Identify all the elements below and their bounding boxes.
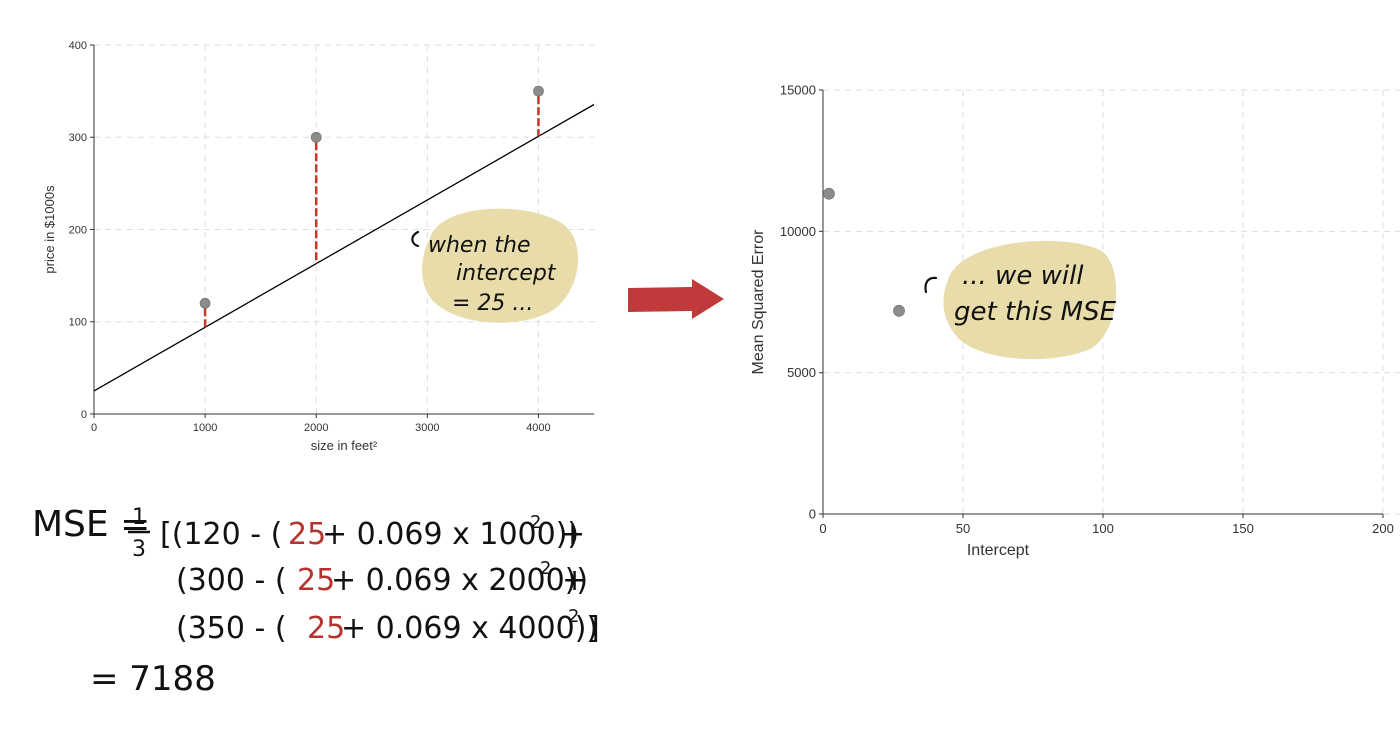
eq-term2-plus: +: [562, 563, 587, 598]
annotation-text: intercept: [456, 261, 557, 286]
y-tick-label: 400: [69, 40, 87, 52]
x-tick-label: 50: [956, 521, 970, 536]
x-tick-label: 1000: [193, 422, 217, 434]
eq-term2-highlight: 25: [297, 563, 335, 598]
equation-line-3: (350 - ( 25 + 0.069 x 4000)) 2 ]: [176, 606, 600, 646]
y-tick-label: 15000: [780, 83, 816, 98]
eq-term3-sq: 2: [568, 606, 579, 627]
eq-term1-a: [(120 - (: [160, 517, 282, 552]
mse-lhs: MSE =: [32, 504, 150, 545]
x-tick-label: 4000: [526, 422, 550, 434]
mse-annotation: ... we will get this MSE: [924, 240, 1117, 360]
x-tick-label: 0: [819, 521, 826, 536]
data-point: [310, 131, 322, 143]
eq-result: = 7188: [90, 659, 216, 699]
eq-term2-sq: 2: [540, 558, 551, 579]
fraction-denominator: 3: [132, 537, 146, 562]
data-point: [533, 85, 544, 97]
eq-term3-highlight: 25: [307, 611, 345, 646]
eq-term1-plus: +: [560, 517, 585, 552]
eq-term2-a: (300 - (: [176, 563, 287, 598]
intercept-annotation: when the intercept = 25 ...: [411, 208, 579, 323]
y-tick-label: 100: [69, 317, 87, 329]
x-axis-label: size in feet²: [311, 438, 378, 453]
annotation-text: ... we will: [962, 261, 1084, 291]
y-tick-label: 5000: [787, 365, 816, 380]
y-axis-label: Mean Squared Error: [750, 229, 767, 375]
annotation-blob: [422, 208, 579, 323]
y-tick-label: 0: [809, 507, 816, 522]
regression-line: [93, 103, 595, 392]
eq-term2-b: + 0.069 x 2000)): [331, 563, 588, 598]
mse-equation: MSE = 1 3 [(120 - ( 25 + 0.069 x 1000)) …: [32, 504, 600, 699]
annotation-text: = 25 ...: [452, 291, 533, 316]
y-tick-label: 10000: [780, 224, 816, 239]
annotation-tick-mark: [924, 276, 938, 294]
y-axis-label: price in $1000s: [42, 185, 57, 274]
equation-line-2: (300 - ( 25 + 0.069 x 2000)) 2 +: [176, 558, 588, 598]
annotation-blob: [943, 240, 1117, 360]
annotation-text: get this MSE: [954, 297, 1117, 327]
x-tick-label: 200: [1372, 521, 1394, 536]
eq-term1-b: + 0.069 x 1000)): [322, 517, 579, 552]
eq-term3-close: ]: [588, 611, 600, 646]
x-tick-label: 100: [1092, 521, 1114, 536]
x-tick-label: 3000: [415, 422, 439, 434]
eq-term3-b: + 0.069 x 4000)): [341, 611, 598, 646]
eq-term1-highlight: 25: [288, 517, 326, 552]
x-axis-label: Intercept: [967, 542, 1030, 559]
data-point: [199, 297, 211, 309]
y-tick-label: 300: [69, 132, 87, 144]
y-tick-label: 0: [81, 409, 87, 421]
data-point: [893, 304, 905, 317]
x-tick-label: 2000: [304, 422, 328, 434]
y-tick-label: 200: [69, 224, 87, 236]
eq-term1-sq: 2: [530, 512, 541, 533]
fraction-numerator: 1: [132, 505, 146, 530]
left-chart: 0 1000 2000 3000 4000 0 100 200 300 400 size in fe…: [42, 40, 600, 453]
x-tick-label: 150: [1232, 521, 1254, 536]
equation-line-1: [(120 - ( 25 + 0.069 x 1000)) 2 +: [160, 512, 585, 552]
annotation-text: when the: [428, 233, 531, 258]
annotation-tick-mark: [411, 230, 420, 248]
right-arrow-icon: [628, 279, 724, 319]
x-tick-label: 0: [91, 422, 97, 434]
data-point: [823, 187, 835, 200]
eq-term3-a: (350 - (: [176, 611, 287, 646]
